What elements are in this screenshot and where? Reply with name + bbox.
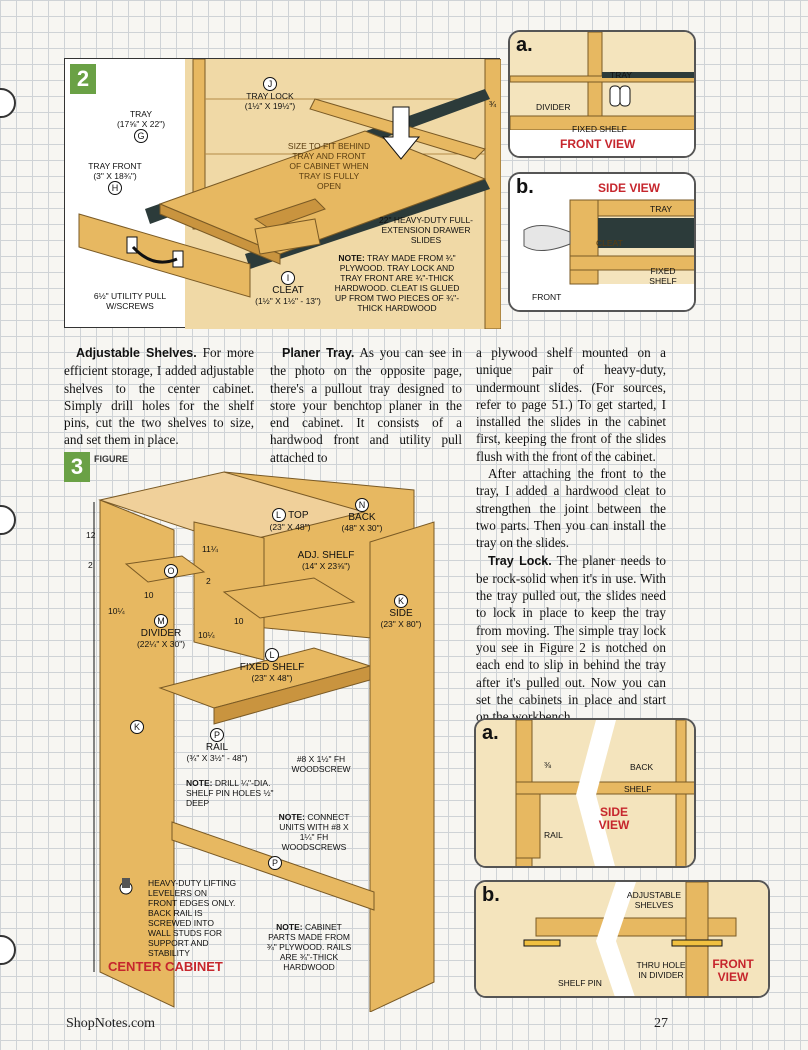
figure-2-badge: 2 bbox=[70, 64, 96, 94]
part-tag-n: N bbox=[355, 498, 369, 512]
detail-b-fixed-shelf: FIXED SHELF bbox=[649, 266, 677, 286]
part-tag-l: L bbox=[271, 508, 286, 522]
tray-label: TRAY (17⅝" x 22") G bbox=[116, 109, 166, 143]
figure-3-detail-a: a. ⅜ BACK SHELF SIDE VIEW RAIL bbox=[474, 718, 696, 868]
column-3-p2: After attaching the front to the tray, I… bbox=[476, 466, 666, 551]
column-2-body: As you can see in the photo on the oppos… bbox=[270, 345, 462, 465]
column-3-p1: a plywood shelf mounted on a unique pair… bbox=[476, 345, 666, 464]
binder-hole bbox=[0, 935, 16, 965]
detail-a-view: FRONT VIEW bbox=[560, 137, 636, 151]
detail-a-tray: TRAY bbox=[610, 70, 633, 80]
figure-3-panel: 3 FIGURE 12 2 11¼ 2 10 10¼ 10¼ 10 L TOP … bbox=[64, 452, 464, 1012]
detail-3a-dim: ⅜ bbox=[544, 760, 552, 770]
binder-hole bbox=[0, 88, 16, 118]
heading-planer-tray: Planer Tray. bbox=[282, 346, 355, 360]
divider-label: M DIVIDER (22¼" x 30") bbox=[136, 614, 186, 649]
detail-3a-letter: a. bbox=[482, 722, 499, 744]
part-tag-p: P bbox=[210, 728, 224, 742]
dim-10q2: 10¼ bbox=[198, 630, 215, 640]
dim-2: 2 bbox=[88, 560, 93, 570]
detail-3b-view: FRONT VIEW bbox=[712, 957, 754, 984]
detail-a-illustration bbox=[510, 32, 694, 156]
figure-3-badge: 3 bbox=[64, 452, 90, 482]
tray-front-label: TRAY FRONT (3" x 18¾") H bbox=[88, 161, 142, 195]
detail-b-illustration bbox=[510, 174, 694, 310]
note-cabinet-parts: NOTE: CABINET PARTS MADE FROM ¾" PLYWOOD… bbox=[266, 922, 352, 972]
heading-adjustable-shelves: Adjustable Shelves. bbox=[76, 346, 197, 360]
detail-3a-back: BACK bbox=[630, 762, 654, 772]
back-label: N BACK (48" x 30") bbox=[341, 498, 383, 533]
column-1-body: For more efficient storage, I added adju… bbox=[64, 345, 254, 448]
figure-2-panel: 2 TRAY (17⅝" x 22") G TRAY FRONT (3" x 1… bbox=[64, 58, 501, 329]
dim-2b: 2 bbox=[206, 576, 211, 586]
dim-10q: 10¼ bbox=[108, 606, 125, 616]
heading-tray-lock: Tray Lock. bbox=[488, 553, 552, 568]
note-shelf-pin: NOTE: DRILL ¼"-DIA. SHELF PIN HOLES ½" D… bbox=[186, 778, 274, 808]
column-1: Adjustable Shelves. For more efficient s… bbox=[64, 344, 254, 449]
part-tag-k: K bbox=[394, 594, 408, 608]
utility-pull-label: 6½" UTILITY PULL w/SCREWS bbox=[93, 291, 167, 311]
part-tag-g: G bbox=[134, 129, 148, 143]
detail-3b-shelf-pin: SHELF PIN bbox=[558, 978, 602, 988]
detail-3b-illustration bbox=[476, 882, 768, 996]
dim-10a: 10 bbox=[144, 590, 154, 600]
note-connect-units: NOTE: CONNECT UNITS WITH #8 x 1¼" Fh WOO… bbox=[278, 812, 350, 852]
levelers-label: HEAVY-DUTY LIFTING LEVELERS ON FRONT EDG… bbox=[148, 878, 237, 958]
figure-word: FIGURE bbox=[94, 454, 129, 464]
figure-2-detail-a: a. TRAY DIVIDER FIXED SHELF FRONT VIEW bbox=[508, 30, 696, 158]
part-tag-p2: P bbox=[268, 856, 282, 870]
detail-3a-shelf: SHELF bbox=[624, 784, 652, 794]
column-3-p3: The planer needs to be rock-solid when i… bbox=[476, 552, 666, 725]
detail-3b-letter: b. bbox=[482, 884, 500, 906]
part-tag-m: M bbox=[154, 614, 168, 628]
part-tag-l2: L bbox=[265, 648, 279, 662]
part-tag-o: O bbox=[164, 564, 178, 578]
side-label: K SIDE (23" x 80") bbox=[380, 594, 422, 629]
detail-3b-thru-hole: THRU HOLE IN DIVIDER bbox=[636, 960, 686, 980]
part-tag-h: H bbox=[108, 181, 122, 195]
figure-2-note: NOTE: TRAY MADE FROM ¾" PLYWOOD. TRAY LO… bbox=[334, 253, 460, 313]
fixed-shelf-label: L FIXED SHELF (23" x 48") bbox=[239, 648, 305, 683]
size-to-fit-note: SIZE TO FIT BEHIND TRAY AND FRONT OF CAB… bbox=[287, 141, 371, 191]
dim-10b: 10 bbox=[234, 616, 244, 626]
part-tag-k2: K bbox=[130, 720, 144, 734]
part-tag-i: I bbox=[281, 271, 295, 285]
binder-hole bbox=[0, 505, 16, 535]
top-label: L TOP (23" x 48") bbox=[269, 508, 311, 532]
woodscrew-label: #8 x 1½" Fh WOODSCREW bbox=[291, 754, 351, 774]
rail-label: P RAIL (¾" x 3½" - 48") bbox=[186, 728, 248, 763]
cleat-label: I CLEAT (1½" x 1½" - 13") bbox=[255, 271, 321, 306]
footer-site: ShopNotes.com bbox=[66, 1016, 156, 1031]
detail-b-letter: b. bbox=[516, 176, 534, 198]
dim-11q: 11¼ bbox=[202, 544, 218, 554]
detail-3a-rail: RAIL bbox=[544, 830, 563, 840]
column-2: Planer Tray. As you can see in the photo… bbox=[270, 344, 462, 466]
detail-3a-view: SIDE VIEW bbox=[598, 805, 630, 832]
detail-a-fixed-shelf: FIXED SHELF bbox=[572, 124, 627, 134]
tray-lock-label: J TRAY LOCK (1½" x 19½") bbox=[244, 77, 296, 111]
column-3: a plywood shelf mounted on a unique pair… bbox=[476, 344, 666, 726]
center-cabinet-title: CENTER CABINET bbox=[108, 959, 223, 974]
figure-3-detail-b: b. ADJUSTABLE SHELVES SHELF PIN THRU HOL… bbox=[474, 880, 770, 998]
dim-12: 12 bbox=[86, 530, 96, 540]
page-number: 27 bbox=[654, 1016, 668, 1031]
detail-b-cleat: CLEAT bbox=[596, 238, 623, 248]
figure-2-illustration bbox=[78, 59, 501, 329]
detail-3b-adj-shelves: ADJUSTABLE SHELVES bbox=[626, 890, 682, 910]
detail-3a-illustration bbox=[476, 720, 694, 866]
detail-b-front: FRONT bbox=[532, 292, 562, 302]
detail-a-letter: a. bbox=[516, 34, 533, 56]
detail-b-view: SIDE VIEW bbox=[598, 181, 661, 195]
detail-a-divider: DIVIDER bbox=[536, 102, 571, 112]
slides-label: 22" HEAVY-DUTY FULL-EXTENSION DRAWER SLI… bbox=[378, 215, 474, 245]
figure-2-detail-b: b. SIDE VIEW TRAY CLEAT FIXED SHELF FRON… bbox=[508, 172, 696, 312]
part-tag-j: J bbox=[263, 77, 277, 91]
three-quarter-dim: ¾ bbox=[489, 99, 497, 109]
adj-shelf-label: ADJ. SHELF (14" x 23⅝") bbox=[297, 550, 355, 571]
detail-b-tray: TRAY bbox=[650, 204, 673, 214]
